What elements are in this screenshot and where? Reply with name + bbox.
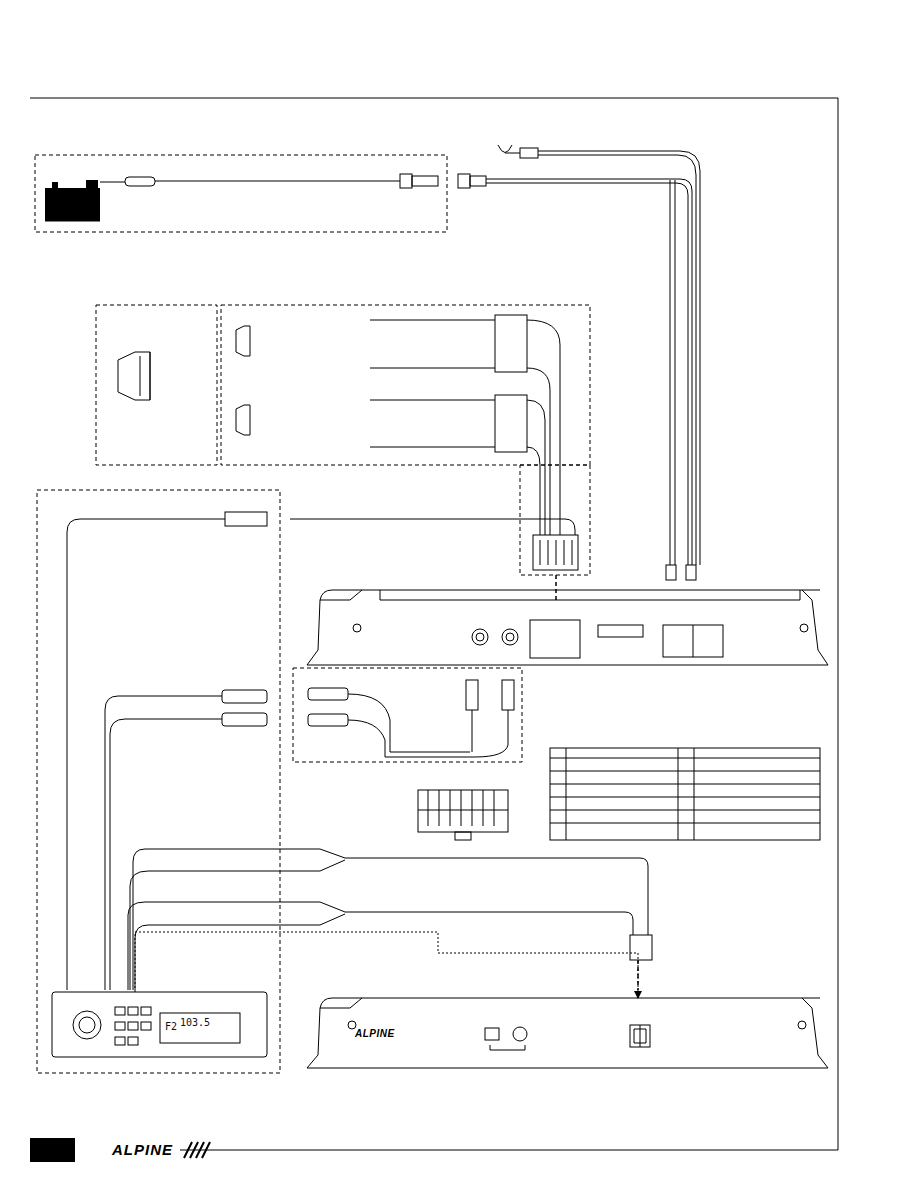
head-unit: F2103.5 [52, 992, 267, 1057]
footer-logo: ALPINE [112, 1142, 173, 1157]
amplifier-brand: ALPINE [355, 1029, 395, 1039]
display-frequency: 103.5 [180, 1018, 210, 1028]
amplifier: ALPINE [307, 998, 828, 1068]
display-text: F2 [165, 1022, 177, 1032]
wire-connector [135, 932, 638, 998]
